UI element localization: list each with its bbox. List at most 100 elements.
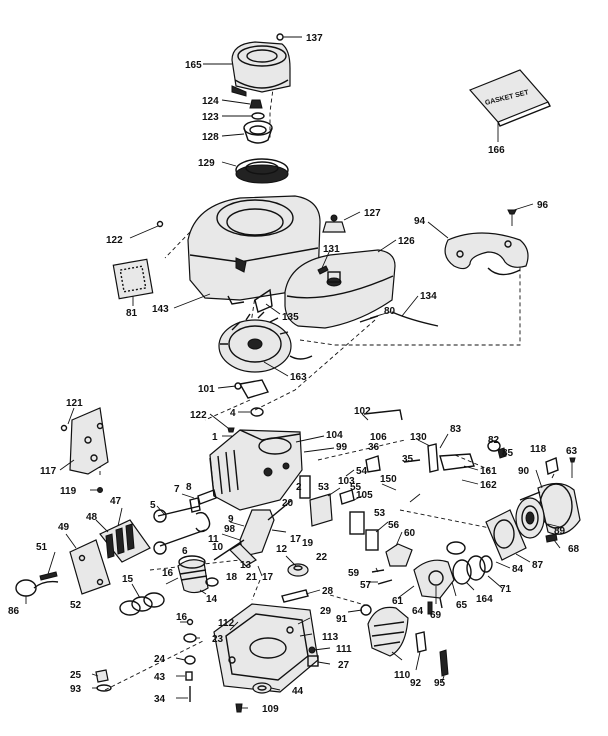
breather-assembly — [99, 519, 151, 563]
callout-label: 5 — [150, 500, 156, 511]
callout-label: 9 — [228, 514, 234, 525]
piston-rings — [119, 592, 165, 616]
callout-label: 49 — [58, 522, 70, 533]
callout-label: 81 — [126, 308, 138, 319]
callout-label: 130 — [410, 432, 427, 443]
fuel-cap — [322, 214, 346, 233]
callout-label: 94 — [414, 216, 426, 227]
callout-label: 122 — [190, 410, 207, 421]
muffler-shield — [444, 232, 529, 276]
connecting-rod — [229, 543, 257, 567]
callout-label: 82 — [488, 435, 500, 446]
screw-63 — [569, 457, 576, 478]
carb-gasket-2 — [299, 475, 311, 499]
fuel-tank — [284, 249, 396, 329]
callout-label: 106 — [370, 432, 387, 443]
callout-label: 4 — [230, 408, 236, 419]
callout-label: 29 — [320, 606, 332, 617]
callout-label: 65 — [456, 600, 468, 611]
callout-label: 96 — [537, 200, 549, 211]
callout-label: 56 — [388, 520, 400, 531]
callout-label: 1 — [212, 432, 218, 443]
intake-fittings — [487, 440, 507, 459]
air-cleaner-base — [485, 509, 527, 561]
callout-label: 13 — [240, 560, 252, 571]
callout-label: 121 — [66, 398, 83, 409]
piston — [177, 555, 219, 594]
callout-label: 112 — [218, 618, 235, 629]
tank-bolt — [317, 265, 329, 275]
callout-label: 110 — [394, 670, 411, 681]
governor-links — [363, 409, 421, 473]
callout-label: 17 — [290, 534, 302, 545]
callout-label: 164 — [476, 594, 493, 605]
callout-label: 89 — [554, 526, 566, 537]
callout-label: 15 — [122, 574, 134, 585]
carburetor — [413, 559, 455, 609]
callout-label: 12 — [276, 544, 288, 555]
callout-label: 137 — [306, 33, 323, 44]
callout-label: 64 — [412, 606, 424, 617]
bolt-119 — [97, 487, 103, 493]
control-levers — [427, 443, 475, 473]
callout-label: 53 — [374, 508, 386, 519]
callout-label: 51 — [36, 542, 48, 553]
callout-label: 39 — [0, 0, 12, 3]
callout-label: 126 — [398, 236, 415, 247]
callout-label: 2 — [296, 482, 302, 493]
callout-label: 18 — [226, 572, 238, 583]
callout-label: 47 — [110, 496, 122, 507]
callout-label: 17 — [262, 572, 274, 583]
callout-label: 14 — [206, 594, 218, 605]
cylinder-block — [209, 429, 303, 511]
callout-label: 91 — [336, 614, 348, 625]
breather-tube — [15, 579, 59, 597]
callout-label: 24 — [154, 654, 166, 665]
callout-label: 129 — [198, 158, 215, 169]
part-118 — [545, 457, 559, 475]
callout-label: 59 — [348, 568, 360, 579]
flywheel — [218, 311, 313, 373]
callout-label: 150 — [380, 474, 397, 485]
callout-label: 162 — [480, 480, 497, 491]
bolt-28 — [281, 589, 309, 603]
flywheel-key — [250, 407, 264, 417]
engine-bracket — [60, 407, 109, 475]
governor-shaft-parts — [183, 618, 197, 702]
callout-label: 161 — [480, 466, 497, 477]
callout-label: 54 — [356, 466, 368, 477]
callout-label: 55 — [350, 482, 362, 493]
callout-label: 68 — [568, 544, 580, 555]
callout-label: 36 — [368, 442, 380, 453]
callout-label: 11 — [208, 534, 219, 545]
callout-label: 124 — [202, 96, 219, 107]
callout-label: 85 — [502, 448, 514, 459]
callout-label: 22 — [316, 552, 328, 563]
callout-label: 57 — [360, 580, 372, 591]
callout-label: 25 — [70, 670, 82, 681]
callout-label: 87 — [532, 560, 544, 571]
callout-label: 80 — [384, 306, 396, 317]
leader-lines — [25, 63, 565, 709]
breather-cover-plate — [69, 539, 111, 595]
callout-label: 105 — [356, 490, 373, 501]
air-baffle — [254, 288, 273, 313]
callout-label: 163 — [290, 372, 307, 383]
callout-label: 44 — [292, 686, 304, 697]
callout-label: 84 — [512, 564, 524, 575]
callout-label: 131 — [323, 244, 340, 255]
callout-label: 63 — [566, 446, 578, 457]
callout-label: 127 — [364, 208, 381, 219]
screw-122 — [227, 427, 235, 433]
crankshaft — [213, 499, 293, 561]
ignition-bracket — [234, 379, 269, 399]
callout-label: 20 — [282, 498, 294, 509]
timing-gear — [287, 563, 309, 577]
callout-label: 103 — [338, 476, 355, 487]
callout-label: 48 — [86, 512, 98, 523]
callout-label: 113 — [322, 632, 339, 643]
callout-label: 34 — [154, 694, 166, 705]
callout-label: 16 — [162, 568, 174, 579]
callout-label: 111 — [336, 644, 352, 655]
